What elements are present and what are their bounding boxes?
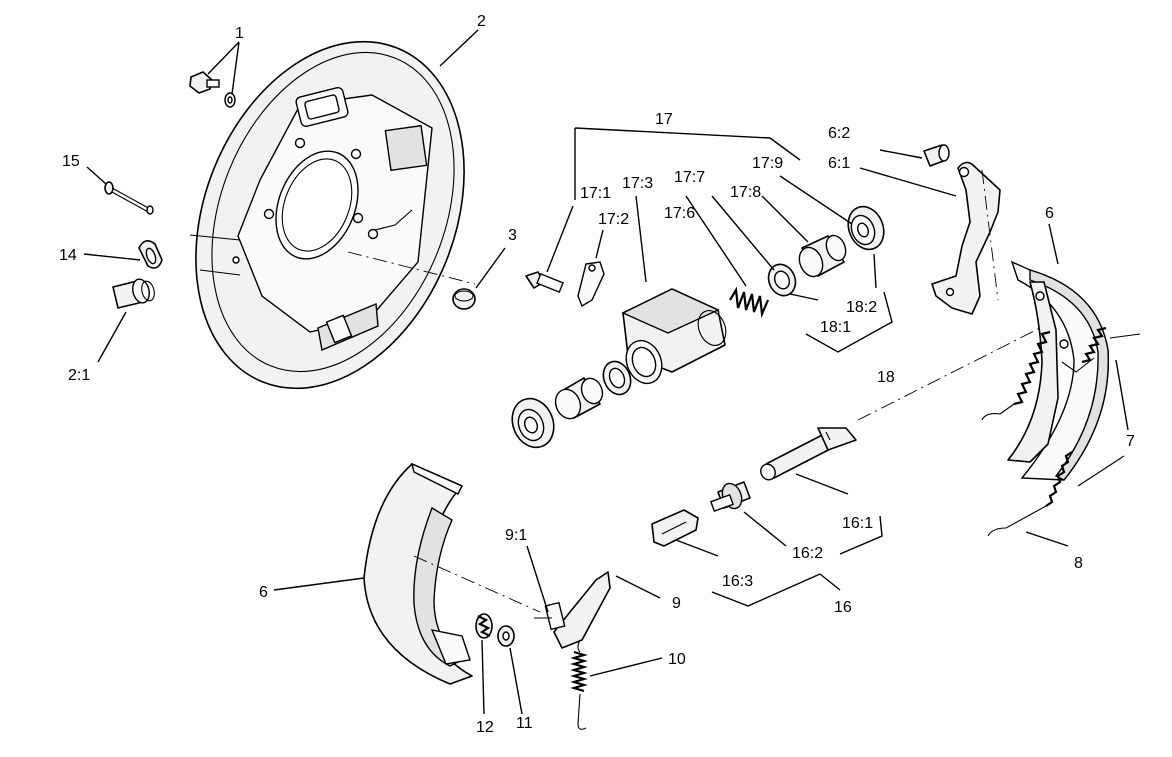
spring-cup — [497, 625, 515, 647]
callout-2-1: 2:1 — [68, 367, 90, 384]
adjuster-lever — [534, 571, 611, 649]
anchor-pin — [923, 144, 950, 167]
retaining-clip — [577, 261, 605, 308]
adjuster-assembly — [651, 427, 857, 547]
callout-17-2: 17:2 — [598, 211, 629, 228]
callout-17-6: 17:6 — [664, 205, 695, 222]
brake-shoe-left — [363, 462, 473, 685]
leader-lines — [83, 29, 1129, 715]
callout-17-8: 17:8 — [730, 184, 761, 201]
callout-17-7: 17:7 — [674, 169, 705, 186]
return-spring-upper — [981, 326, 1141, 421]
callout-16: 16 — [834, 599, 852, 616]
callout-6-right: 6 — [1045, 205, 1054, 222]
callout-18: 18 — [877, 369, 895, 386]
callout-14: 14 — [59, 247, 77, 264]
callout-16-2: 16:2 — [792, 545, 823, 562]
callout-10: 10 — [668, 651, 686, 668]
callout-17-1: 17:1 — [580, 185, 611, 202]
bolt-and-washer — [189, 71, 236, 108]
callout-11: 11 — [516, 715, 533, 732]
brake-shoe-right — [1007, 260, 1110, 481]
callout-16-3: 16:3 — [722, 573, 753, 590]
grommet — [138, 240, 163, 269]
callout-17: 17 — [655, 111, 673, 128]
adjuster-sleeve — [760, 427, 857, 481]
wheel-cylinder-group — [511, 205, 885, 449]
callout-16-1: 16:1 — [842, 515, 873, 532]
adjuster-fork — [651, 509, 699, 547]
callout-6-2: 6:2 — [828, 125, 850, 142]
assembly-centre-lines — [347, 169, 1041, 613]
callout-9-1: 9:1 — [505, 527, 527, 544]
callout-8: 8 — [1074, 555, 1083, 572]
plug — [112, 278, 155, 309]
piston-cup-right — [767, 263, 797, 297]
adjuster-spring — [570, 639, 588, 730]
hold-down-spring — [475, 613, 493, 639]
callout-1: 1 — [235, 25, 244, 42]
cylinder-spring — [729, 286, 770, 319]
callout-9: 9 — [672, 595, 681, 612]
backing-plate — [189, 40, 465, 390]
bleeder-pin — [104, 181, 154, 215]
callout-17-3: 17:3 — [622, 175, 653, 192]
callout-2: 2 — [477, 13, 486, 30]
piston-left — [554, 377, 604, 420]
return-spring-lower — [987, 451, 1125, 537]
piston-right — [798, 234, 847, 278]
dust-boot-left — [511, 397, 555, 449]
callout-7: 7 — [1126, 433, 1135, 450]
callout-6-left: 6 — [259, 584, 268, 601]
dust-cap — [452, 288, 476, 310]
dust-boot-right — [847, 205, 885, 251]
bleeder-screw — [525, 271, 564, 294]
callout-3: 3 — [508, 227, 517, 244]
cylinder-body — [621, 288, 727, 385]
callout-18-1: 18:1 — [820, 319, 851, 336]
callout-6-1: 6:1 — [828, 155, 850, 172]
parking-brake-lever — [931, 161, 1001, 315]
callout-17-9: 17:9 — [752, 155, 783, 172]
callout-18-2: 18:2 — [846, 299, 877, 316]
adjuster-star-wheel — [709, 481, 751, 513]
callout-12: 12 — [476, 719, 494, 736]
callout-15: 15 — [62, 153, 80, 170]
callout-labels: 1 2 15 14 2:1 3 17 17:1 17:2 17:3 17:6 1… — [59, 13, 1135, 736]
piston-cup-left — [602, 360, 632, 396]
